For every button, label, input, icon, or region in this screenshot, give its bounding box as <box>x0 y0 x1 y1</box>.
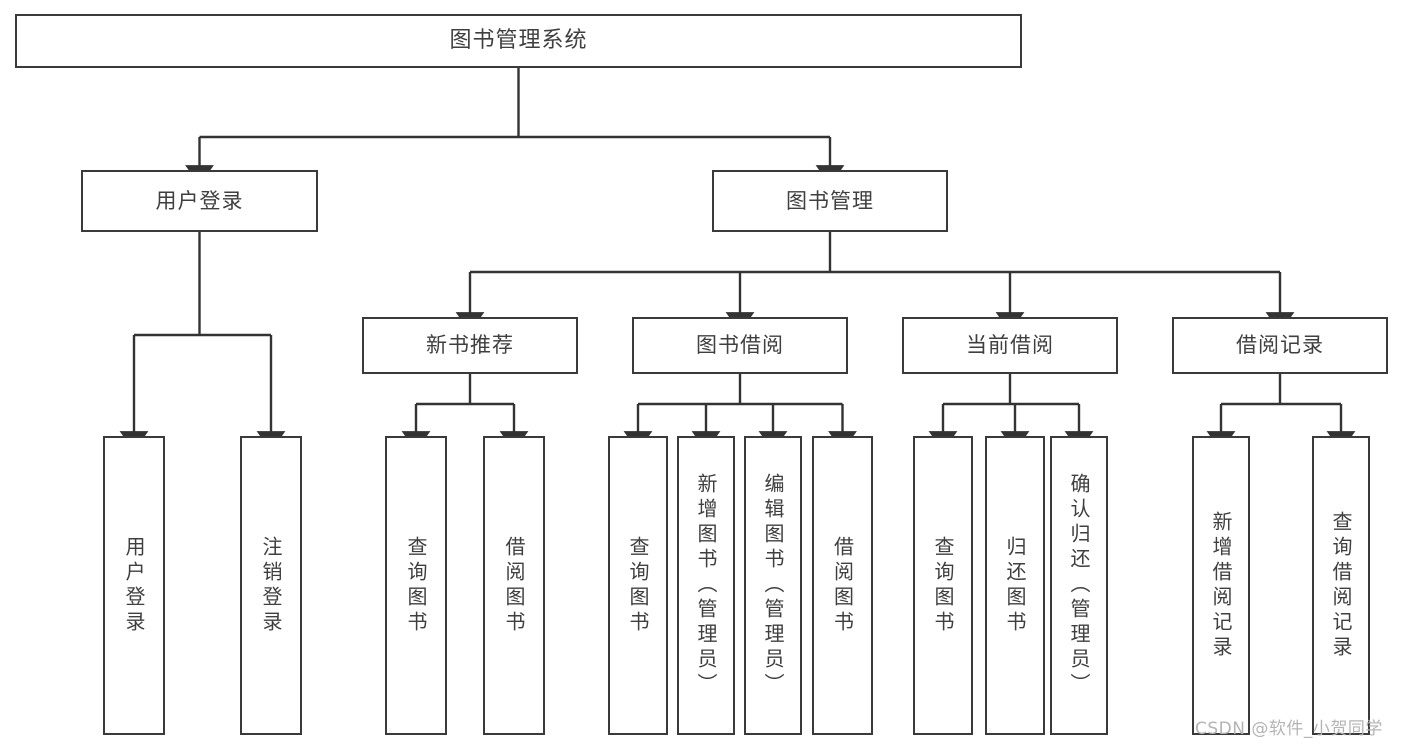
node-label: 借阅图书 <box>502 535 526 636</box>
node-borrow[interactable]: 图书借阅 <box>632 317 848 374</box>
node-leaf-borrow-2[interactable]: 新增图书（管理员） <box>677 436 735 735</box>
node-label: 归还图书 <box>1003 535 1027 636</box>
node-root[interactable]: 图书管理系统 <box>15 14 1022 68</box>
node-leaf-records-2[interactable]: 查询借阅记录 <box>1312 436 1370 735</box>
node-label: 图书借阅 <box>696 333 784 358</box>
node-label: 查询借阅记录 <box>1329 510 1353 661</box>
node-label: 查询图书 <box>404 535 428 636</box>
node-leaf-login-2[interactable]: 注销登录 <box>240 436 302 735</box>
node-leaf-records-1[interactable]: 新增借阅记录 <box>1192 436 1250 735</box>
node-label: 用户登录 <box>155 188 244 213</box>
node-leaf-newrec-1[interactable]: 查询图书 <box>385 436 447 735</box>
node-leaf-borrow-1[interactable]: 查询图书 <box>608 436 668 735</box>
node-leaf-current-3[interactable]: 确认归还（管理员） <box>1050 436 1108 735</box>
node-label: 查询图书 <box>931 535 955 636</box>
node-leaf-borrow-4[interactable]: 借阅图书 <box>812 436 873 735</box>
node-records[interactable]: 借阅记录 <box>1172 317 1388 374</box>
node-label: 注销登录 <box>259 535 283 636</box>
node-newrec[interactable]: 新书推荐 <box>362 317 578 374</box>
node-label: 编辑图书（管理员） <box>761 473 785 698</box>
node-bookmgmt[interactable]: 图书管理 <box>712 170 948 232</box>
node-current[interactable]: 当前借阅 <box>902 317 1118 374</box>
node-label: 新书推荐 <box>426 333 514 358</box>
node-label: 新增图书（管理员） <box>694 473 718 698</box>
node-leaf-current-1[interactable]: 查询图书 <box>913 436 973 735</box>
node-leaf-login-1[interactable]: 用户登录 <box>103 436 165 735</box>
node-label: 借阅记录 <box>1236 333 1324 358</box>
connector-lines <box>119 68 1356 452</box>
watermark: CSDN @软件_小贺同学 <box>1195 719 1383 739</box>
node-leaf-newrec-2[interactable]: 借阅图书 <box>483 436 545 735</box>
node-login[interactable]: 用户登录 <box>81 170 318 232</box>
node-label: 用户登录 <box>122 535 146 636</box>
node-label: 借阅图书 <box>830 535 855 636</box>
node-leaf-borrow-3[interactable]: 编辑图书（管理员） <box>744 436 802 735</box>
node-label: 图书管理系统 <box>449 28 588 54</box>
node-label: 查询图书 <box>626 535 650 636</box>
node-label: 新增借阅记录 <box>1209 510 1233 661</box>
node-label: 当前借阅 <box>966 333 1054 358</box>
node-leaf-current-2[interactable]: 归还图书 <box>985 436 1045 735</box>
node-label: 确认归还（管理员） <box>1067 473 1091 698</box>
node-label: 图书管理 <box>786 188 874 213</box>
